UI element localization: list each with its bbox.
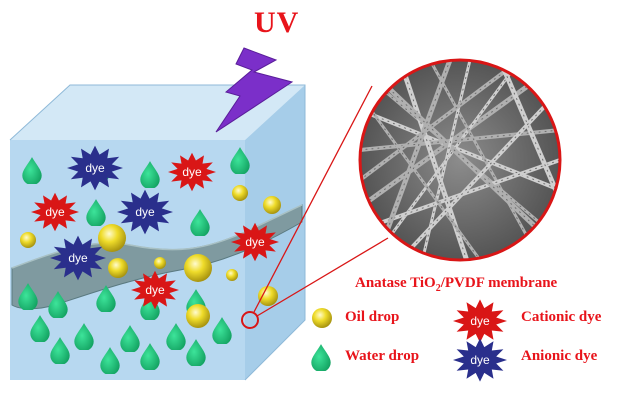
sem-fiber-texture xyxy=(379,60,451,251)
sem-fiber-texture xyxy=(499,60,560,201)
zoom-spot-marker xyxy=(241,311,259,329)
cationic-dye-icon: dye xyxy=(168,152,216,192)
box-top-face xyxy=(10,85,305,140)
oil-drop-icon xyxy=(226,269,238,281)
membrane-caption-subscript: 2 xyxy=(435,283,441,294)
anionic-dye-icon: dye xyxy=(67,145,123,191)
cationic-dye-icon: dye xyxy=(131,270,179,310)
dye-label: dye xyxy=(85,161,105,175)
legend-oil-drop-label: Oil drop xyxy=(345,309,400,325)
oil-drop-icon xyxy=(154,257,166,269)
legend-water-drop-label: Water drop xyxy=(345,348,420,364)
zoom-connector-line xyxy=(253,85,373,313)
sem-fiber xyxy=(398,88,560,260)
sem-fiber xyxy=(378,60,522,252)
zoom-connector-line xyxy=(256,237,389,317)
oil-drop-icon xyxy=(232,185,248,201)
oil-drop-icon xyxy=(184,254,212,282)
oil-drop-icon xyxy=(263,196,281,214)
anionic-dye-icon: dye xyxy=(453,338,507,382)
legend-water-drop-icon xyxy=(311,344,331,371)
membrane-caption-prefix: Anatase TiO xyxy=(355,275,436,291)
dye-label: dye xyxy=(182,165,202,179)
dye-label: dye xyxy=(135,205,155,219)
sem-fiber xyxy=(360,60,522,182)
anionic-dye-icon: dye xyxy=(50,235,106,281)
sem-fiber-texture xyxy=(419,60,471,260)
anionic-dye-icon: dye xyxy=(117,189,173,235)
sem-fiber-texture xyxy=(369,69,551,201)
membrane-caption-suffix: /PVDF membrane xyxy=(440,275,558,291)
cationic-dye-icon: dye xyxy=(231,222,279,262)
dye-label: dye xyxy=(470,353,490,367)
dye-label: dye xyxy=(245,235,265,249)
oil-drop-icon xyxy=(98,224,126,252)
dye-label: dye xyxy=(68,251,88,265)
sem-fiber-texture xyxy=(360,94,481,260)
oil-drop-icon xyxy=(108,258,128,278)
sem-fiber-texture xyxy=(399,60,471,260)
uv-title: UV xyxy=(254,6,300,39)
sem-image-membrane xyxy=(358,58,562,262)
oil-drop-icon xyxy=(186,304,210,328)
sem-fiber-texture xyxy=(429,60,541,260)
oil-drop-icon xyxy=(20,232,36,248)
dye-label: dye xyxy=(45,205,65,219)
membrane-caption: Anatase TiO2/PVDF membrane xyxy=(355,275,557,294)
sem-fiber xyxy=(377,77,560,253)
cationic-dye-icon: dye xyxy=(453,299,507,343)
sem-fiber-texture xyxy=(360,109,560,191)
uv-lightning-icon xyxy=(215,47,294,133)
oil-drop-icon xyxy=(258,286,278,306)
dye-label: dye xyxy=(470,314,490,328)
sem-fiber xyxy=(360,128,560,152)
cationic-dye-icon: dye xyxy=(31,192,79,232)
dye-label: dye xyxy=(145,283,165,297)
legend-oil-drop-icon xyxy=(312,308,332,328)
legend-cationic-dye-label: Cationic dye xyxy=(521,309,602,325)
legend-anionic-dye-label: Anionic dye xyxy=(521,348,598,364)
